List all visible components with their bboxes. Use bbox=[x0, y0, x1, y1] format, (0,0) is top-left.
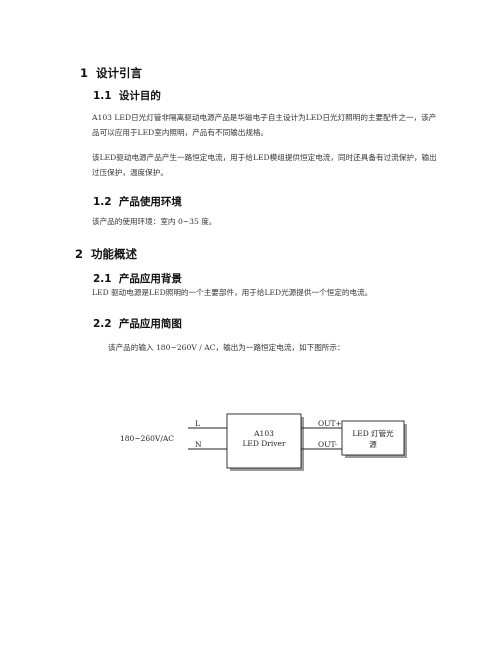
paragraph-application-diagram-intro: 该产品的输入 180~260V / AC，输出为一路恒定电流，如下图所示： bbox=[108, 343, 345, 352]
section-1-1-heading: 1.1 设计目的 bbox=[93, 88, 161, 103]
section-2-1-heading: 2.1 产品应用背景 bbox=[93, 271, 182, 286]
led-load-box bbox=[341, 420, 405, 456]
subsection-number: 1.2 bbox=[93, 196, 112, 208]
paragraph-application-background: LED 驱动电源是LED照明的一个主要部件，用于给LED光源提供一个恒定的电流。 bbox=[92, 288, 373, 297]
driver-box bbox=[226, 413, 302, 469]
section-number: 2 bbox=[75, 247, 84, 261]
section-title: 设计引言 bbox=[96, 66, 143, 80]
subsection-title: 产品使用环境 bbox=[118, 196, 182, 208]
section-1-2-heading: 1.2 产品使用环境 bbox=[93, 194, 182, 209]
section-number: 1 bbox=[80, 66, 89, 80]
paragraph-environment: 该产品的使用环境：室内 0~35 度。 bbox=[92, 217, 217, 226]
section-1-heading: 1 设计引言 bbox=[80, 65, 142, 81]
subsection-title: 设计目的 bbox=[118, 90, 161, 102]
section-2-2-heading: 2.2 产品应用简图 bbox=[93, 316, 182, 331]
section-2-heading: 2 功能概述 bbox=[75, 246, 137, 262]
led-load-label-line1: LED 灯管光 bbox=[352, 428, 394, 438]
paragraph-design-purpose: A103 LED日光灯管非隔离驱动电源产品是华磁电子自主设计为LED日光灯照明的… bbox=[92, 113, 437, 137]
section-title: 功能概述 bbox=[91, 247, 138, 261]
application-block-diagram: 180~260V/AC L N A103 LED Driver OUT+ OUT… bbox=[110, 405, 420, 480]
line-n-label: N bbox=[195, 440, 202, 449]
driver-name: A103 bbox=[253, 429, 274, 438]
subsection-title: 产品应用简图 bbox=[118, 318, 182, 330]
out-minus-label: OUT- bbox=[318, 440, 338, 449]
subsection-number: 2.1 bbox=[93, 273, 112, 285]
out-plus-label: OUT+ bbox=[318, 419, 342, 428]
driver-subtitle: LED Driver bbox=[242, 439, 286, 448]
line-l-label: L bbox=[195, 419, 200, 428]
subsection-number: 2.2 bbox=[93, 318, 112, 330]
led-load-label-line2: 源 bbox=[369, 440, 377, 449]
subsection-title: 产品应用背景 bbox=[118, 273, 182, 285]
input-voltage-label: 180~260V/AC bbox=[120, 434, 174, 443]
subsection-number: 1.1 bbox=[93, 90, 112, 102]
paragraph-driver-features: 该LED驱动电源产品产生一路恒定电流，用于给LED模组提供恒定电流，同时还具备有… bbox=[92, 153, 437, 177]
